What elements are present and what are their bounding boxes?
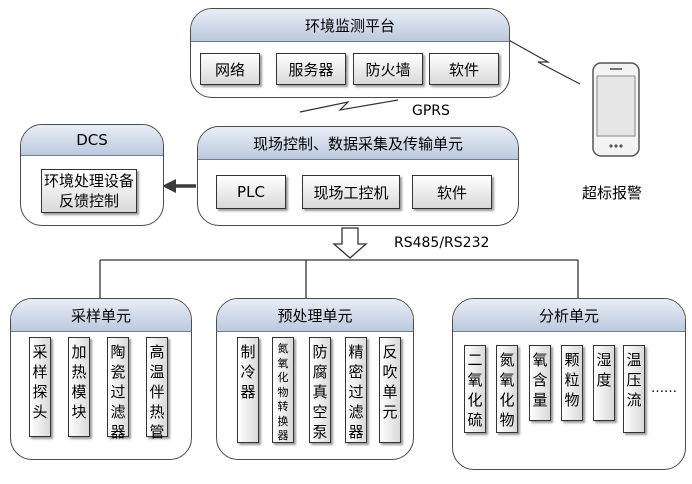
platform-server: 服务器 xyxy=(276,53,346,85)
control-plc: PLC xyxy=(216,175,286,209)
alarm-label: 超标报警 xyxy=(582,184,643,202)
control-unit-title: 现场控制、数据采集及传输单元 xyxy=(198,127,518,160)
temp-pressure-flow: 温压流 xyxy=(623,345,645,433)
gprs-label: GPRS xyxy=(412,103,450,119)
analysis-unit-title: 分析单元 xyxy=(453,299,685,332)
mobile-phone-icon xyxy=(592,62,640,157)
platform-software: 软件 xyxy=(429,53,499,85)
dcs-feedback-control: 环境处理设备反馈控制 xyxy=(41,169,137,213)
nox-analyzer: 氮氧化物 xyxy=(496,345,518,433)
pretreatment-unit: 预处理单元 制冷器 氮氧化物转换器 防腐真空泵 精密过滤器 反吹单元 xyxy=(216,298,414,460)
cooler: 制冷器 xyxy=(237,337,259,443)
monitoring-platform: 环境监测平台 网络 服务器 防火墙 软件 xyxy=(190,8,510,98)
precision-filter: 精密过滤器 xyxy=(345,337,367,443)
nox-converter: 氮氧化物转换器 xyxy=(272,337,294,443)
monitoring-platform-title: 环境监测平台 xyxy=(191,9,509,42)
control-software: 软件 xyxy=(412,175,492,209)
sampling-unit-title: 采样单元 xyxy=(11,299,191,332)
oxygen-analyzer: 氧含量 xyxy=(529,345,551,421)
control-ipc: 现场工控机 xyxy=(302,175,400,209)
heat-tracing-pipe: 高温伴热管 xyxy=(146,337,168,441)
sampling-unit: 采样单元 采样探头 加热模块 陶瓷过滤器 高温伴热管 xyxy=(10,298,192,460)
sampling-probe: 采样探头 xyxy=(29,337,51,437)
backflush-unit: 反吹单元 xyxy=(379,337,401,443)
downlink-arrow xyxy=(332,227,368,259)
wireless-signal xyxy=(504,37,581,85)
rs-label: RS485/RS232 xyxy=(394,235,490,251)
more-ellipsis: …… xyxy=(651,381,677,396)
dcs-panel: DCS 环境处理设备反馈控制 xyxy=(20,124,164,226)
dcs-title: DCS xyxy=(21,125,163,156)
pretreatment-unit-title: 预处理单元 xyxy=(217,299,413,332)
gprs-signal xyxy=(299,99,399,113)
ceramic-filter: 陶瓷过滤器 xyxy=(107,337,129,441)
particulate-analyzer: 颗粒物 xyxy=(561,345,583,421)
control-unit: 现场控制、数据采集及传输单元 PLC 现场工控机 软件 xyxy=(197,126,519,226)
feedback-arrow-head xyxy=(162,179,176,193)
heating-module: 加热模块 xyxy=(68,337,90,437)
platform-network: 网络 xyxy=(200,53,260,85)
so2-analyzer: 二氧化硫 xyxy=(464,345,486,433)
humidity-sensor: 湿度 xyxy=(593,345,615,421)
platform-firewall: 防火墙 xyxy=(353,53,423,85)
vacuum-pump: 防腐真空泵 xyxy=(309,337,331,443)
analysis-unit: 分析单元 二氧化硫 氮氧化物 氧含量 颗粒物 湿度 温压流 …… xyxy=(452,298,686,470)
